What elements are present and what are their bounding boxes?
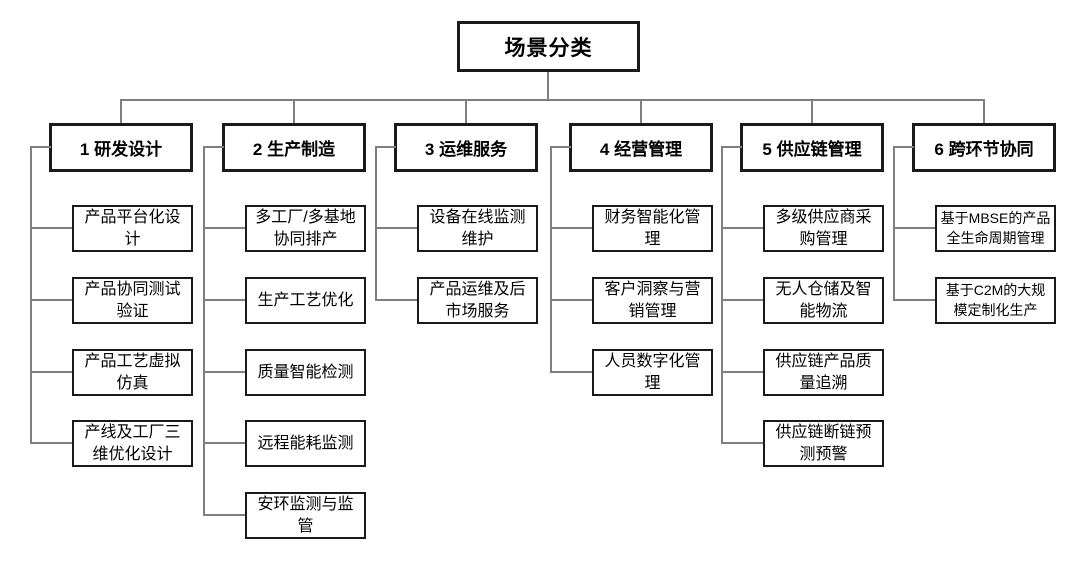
child-stub-line (375, 299, 419, 301)
scenario-box-2-2: 生产工艺优化 (245, 277, 366, 324)
scenario-box-5-4: 供应链断链预测预警 (763, 420, 884, 467)
header-stub-line (375, 146, 396, 148)
child-stub-line (550, 227, 594, 229)
trunk-line (203, 146, 205, 516)
child-stub-line (30, 371, 74, 373)
trunk-line (550, 146, 552, 373)
root-box: 场景分类 (457, 21, 640, 72)
trunk-line (375, 146, 377, 301)
header-stub-line (30, 146, 51, 148)
child-stub-line (30, 299, 74, 301)
category-box-1: 1 研发设计 (49, 123, 193, 172)
child-stub-line (721, 299, 765, 301)
child-stub-line (203, 371, 247, 373)
header-stub-line (721, 146, 742, 148)
category-box-6: 6 跨环节协同 (912, 123, 1056, 172)
scenario-box-4-3: 人员数字化管理 (592, 349, 713, 396)
header-drop-line (983, 99, 985, 125)
child-stub-line (893, 299, 937, 301)
scenario-box-1-2: 产品协同测试验证 (72, 277, 193, 324)
scenario-box-3-1: 设备在线监测维护 (417, 205, 538, 252)
header-drop-line (293, 99, 295, 125)
scenario-box-2-5: 安环监测与监管 (245, 492, 366, 539)
scenario-box-1-4: 产线及工厂三维优化设计 (72, 420, 193, 467)
category-box-2: 2 生产制造 (222, 123, 366, 172)
scenario-box-1-1: 产品平台化设计 (72, 205, 193, 252)
header-stub-line (203, 146, 224, 148)
header-stub-line (893, 146, 914, 148)
scenario-box-4-1: 财务智能化管理 (592, 205, 713, 252)
header-drop-line (120, 99, 122, 125)
child-stub-line (30, 442, 74, 444)
scenario-box-5-1: 多级供应商采购管理 (763, 205, 884, 252)
scenario-box-5-2: 无人仓储及智能物流 (763, 277, 884, 324)
child-stub-line (721, 227, 765, 229)
scenario-box-5-3: 供应链产品质量追溯 (763, 349, 884, 396)
scenario-box-2-3: 质量智能检测 (245, 349, 366, 396)
scenario-box-4-2: 客户洞察与营销管理 (592, 277, 713, 324)
root-stem-line (547, 72, 549, 101)
trunk-line (893, 146, 895, 301)
category-box-5: 5 供应链管理 (740, 123, 884, 172)
scenario-box-6-1: 基于MBSE的产品全生命周期管理 (935, 205, 1056, 252)
header-stub-line (550, 146, 571, 148)
header-drop-line (465, 99, 467, 125)
scenario-box-2-4: 远程能耗监测 (245, 420, 366, 467)
child-stub-line (203, 514, 247, 516)
child-stub-line (721, 442, 765, 444)
scenario-box-2-1: 多工厂/多基地协同排产 (245, 205, 366, 252)
category-box-4: 4 经营管理 (569, 123, 713, 172)
trunk-line (30, 146, 32, 444)
child-stub-line (893, 227, 937, 229)
scenario-box-3-2: 产品运维及后市场服务 (417, 277, 538, 324)
scenario-box-1-3: 产品工艺虚拟仿真 (72, 349, 193, 396)
child-stub-line (721, 371, 765, 373)
child-stub-line (203, 227, 247, 229)
trunk-line (721, 146, 723, 444)
child-stub-line (550, 299, 594, 301)
child-stub-line (203, 442, 247, 444)
category-box-3: 3 运维服务 (394, 123, 538, 172)
scenario-box-6-2: 基于C2M的大规模定制化生产 (935, 277, 1056, 324)
top-rail-line (120, 99, 985, 101)
child-stub-line (375, 227, 419, 229)
header-drop-line (811, 99, 813, 125)
child-stub-line (550, 371, 594, 373)
header-drop-line (640, 99, 642, 125)
child-stub-line (203, 299, 247, 301)
child-stub-line (30, 227, 74, 229)
